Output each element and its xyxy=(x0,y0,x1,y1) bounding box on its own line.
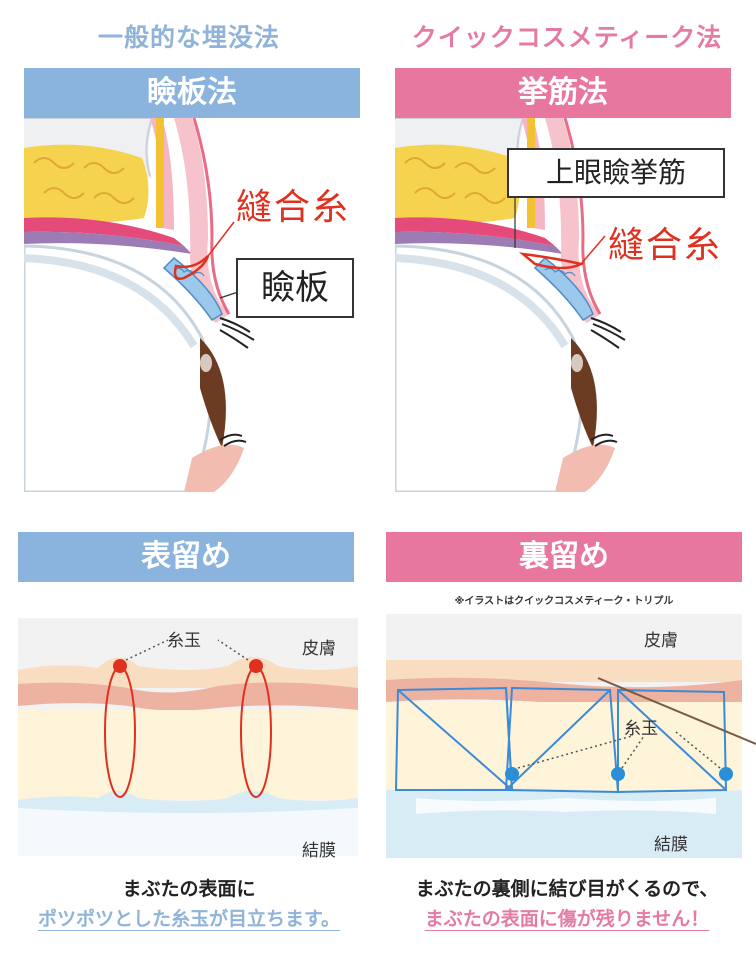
left-skin-label: 皮膚 xyxy=(302,639,336,659)
left-knot-label: 糸玉 xyxy=(167,631,201,651)
eyelid-cross-section-levator xyxy=(395,118,731,492)
right-knot-label: 糸玉 xyxy=(624,719,658,739)
right-caption-line2: まぶたの表面に傷が残りません！ xyxy=(424,908,710,930)
illustration-note: ※イラストはクイックコスメティーク・トリプル xyxy=(454,596,674,607)
technique-bar-underside: 裏留め xyxy=(386,532,742,582)
levator-muscle-label: 上眼瞼挙筋 xyxy=(507,148,725,198)
left-column-heading: 一般的な埋没法 xyxy=(97,23,280,52)
right-caption-line1: まぶたの裏側に結び目がくるので、 xyxy=(415,878,719,900)
tarsal-plate-label: 瞼板 xyxy=(236,258,354,318)
left-caption-line2: ポツポツとした糸玉が目立ちます。 xyxy=(37,908,341,930)
left-caption-line1: まぶたの表面に xyxy=(122,878,256,900)
underside-knot-diagram xyxy=(386,614,756,858)
right-suture-label: 縫合糸 xyxy=(608,225,723,266)
method-bar-levator: 挙筋法 xyxy=(395,68,731,118)
right-skin-label: 皮膚 xyxy=(644,631,678,651)
left-suture-label: 縫合糸 xyxy=(236,187,351,228)
right-conjunctiva-label: 結膜 xyxy=(654,835,688,855)
surface-knot-diagram xyxy=(18,618,358,856)
left-conjunctiva-label: 結膜 xyxy=(302,841,336,861)
right-column-heading: クイックコスメティーク法 xyxy=(411,23,723,52)
technique-bar-surface: 表留め xyxy=(18,532,354,582)
method-bar-tarsal: 瞼板法 xyxy=(24,68,360,118)
